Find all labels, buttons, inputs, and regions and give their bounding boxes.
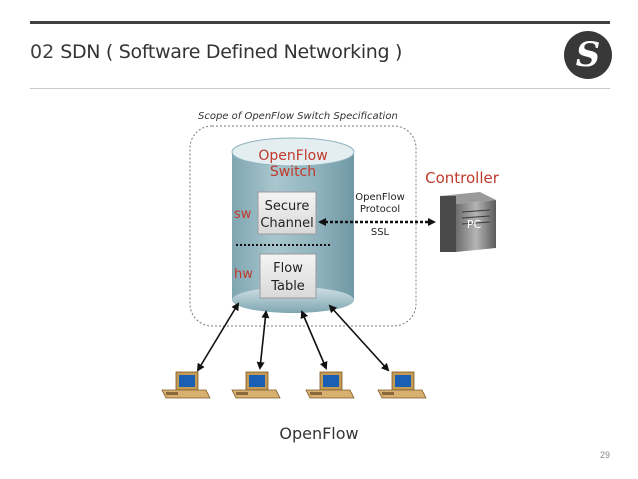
flow-table-box <box>259 253 317 299</box>
cylinder-top <box>231 137 355 167</box>
slide-title: 02 SDN ( Software Defined Networking ) <box>30 36 402 68</box>
protocol-line3: SSL <box>371 227 390 238</box>
link-arrow-4 <box>328 304 390 372</box>
scope-label: Scope of OpenFlow Switch Specification <box>198 111 398 122</box>
hw-label: hw <box>234 267 253 282</box>
server-side <box>440 196 456 252</box>
computer-icon <box>231 371 281 399</box>
title-text: SDN ( Software Defined Networking ) <box>60 41 403 63</box>
server-front <box>456 200 496 252</box>
flow-table-line1: Flow <box>273 261 303 276</box>
controller-label: Controller <box>425 169 500 187</box>
title-divider <box>30 88 610 89</box>
switch-title-line1: OpenFlow <box>258 148 327 164</box>
protocol-line2: Protocol <box>360 204 400 215</box>
protocol-line1: OpenFlow <box>355 192 405 203</box>
pc-label: PC <box>467 218 482 231</box>
computer-icon <box>161 371 211 399</box>
page-number: 29 <box>599 450 610 460</box>
computer-icon <box>377 371 427 399</box>
server-slot <box>461 215 491 219</box>
computer-icon <box>305 371 355 399</box>
diagram-caption: OpenFlow <box>279 424 359 443</box>
diagram-svg: Scope of OpenFlow Switch Specification O… <box>161 111 500 399</box>
brand-logo: S <box>564 31 612 79</box>
sw-label: sw <box>234 207 252 222</box>
secure-channel-box <box>257 191 317 235</box>
openflow-diagram: Scope of OpenFlow Switch Specification O… <box>140 100 520 420</box>
secure-channel-line1: Secure <box>265 199 310 214</box>
server-slot <box>461 221 491 225</box>
switch-title-line2: Switch <box>270 164 316 180</box>
link-arrow-2 <box>256 310 270 370</box>
secure-channel-line2: Channel <box>260 216 313 231</box>
controller-server-icon <box>440 192 496 252</box>
top-rule <box>30 21 610 24</box>
title-number: 02 <box>30 41 55 63</box>
link-arrow-3 <box>300 310 328 370</box>
server-slot <box>461 209 491 213</box>
link-arrow-1 <box>196 302 240 372</box>
logo-letter: S <box>575 35 601 75</box>
flow-table-line2: Table <box>270 279 305 294</box>
